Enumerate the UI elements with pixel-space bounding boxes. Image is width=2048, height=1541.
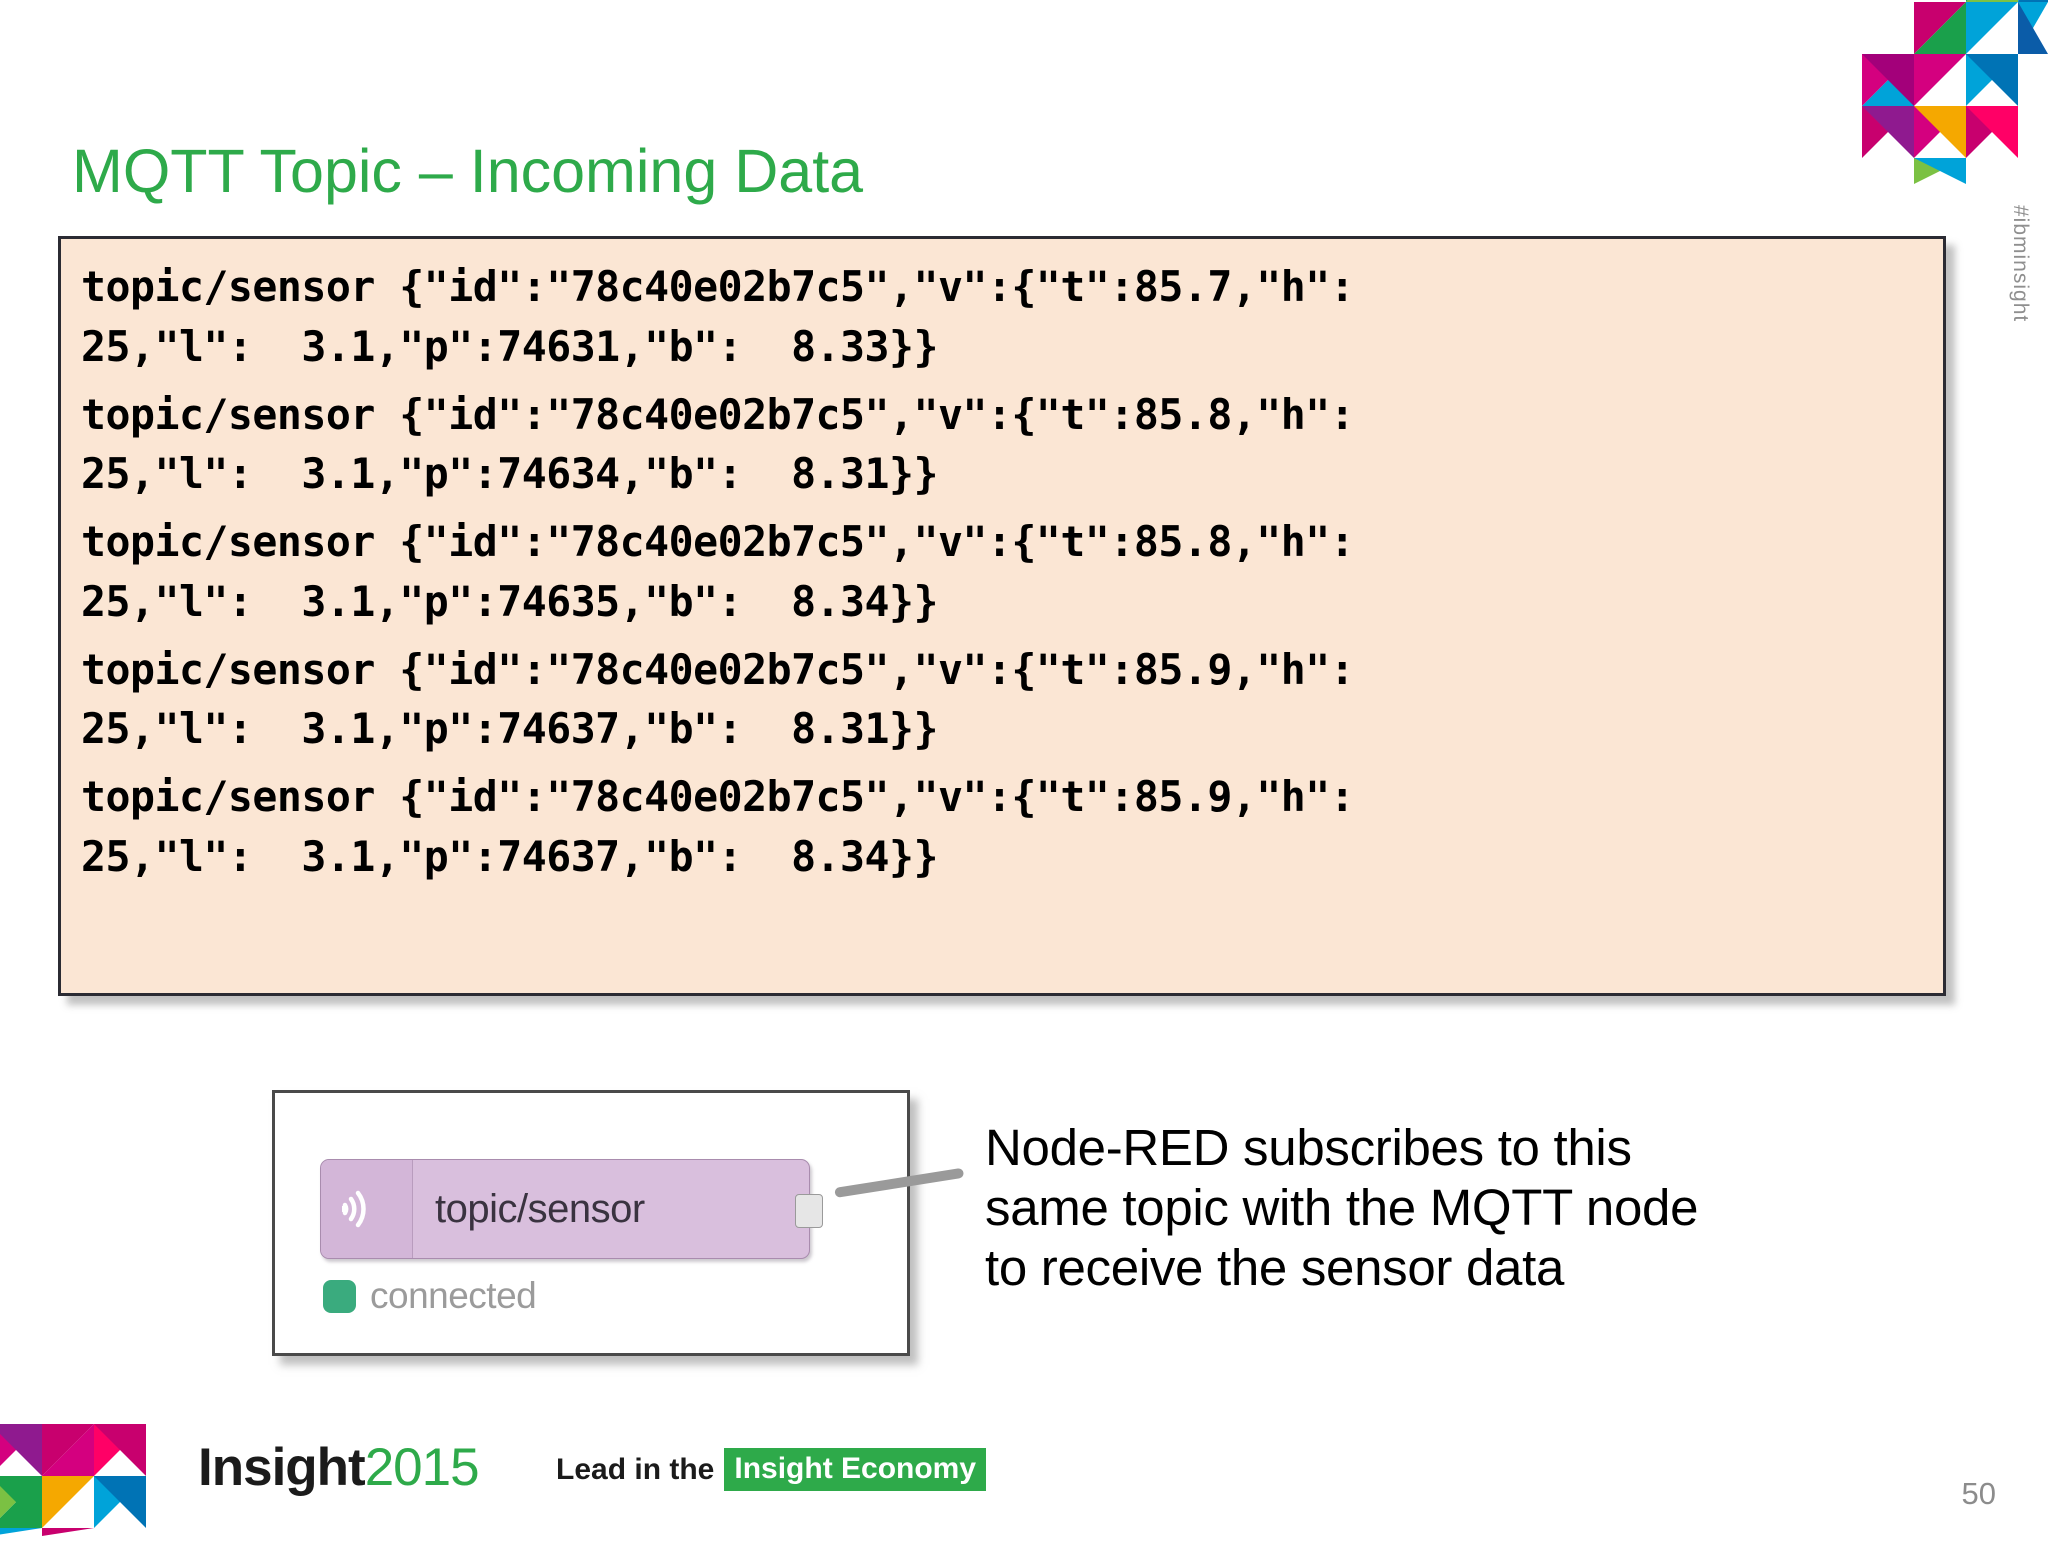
tagline-lead-text: Lead in the <box>556 1452 715 1486</box>
status-indicator-dot <box>323 1279 356 1313</box>
log-line: topic/sensor {"id":"78c40e02b7c5","v":{"… <box>81 772 1355 821</box>
node-output-port[interactable] <box>795 1194 823 1228</box>
decorative-pinwheel-bottom-left <box>0 1416 170 1536</box>
mqtt-log-output-block: topic/sensor {"id":"78c40e02b7c5","v":{"… <box>58 236 1946 996</box>
slide-page-number: 50 <box>1961 1476 1996 1511</box>
decorative-pinwheel-top-right <box>1788 0 2048 184</box>
node-output-wire <box>834 1167 965 1198</box>
node-red-screenshot-panel: topic/sensor connected <box>272 1090 965 1356</box>
node-status-row: connected <box>323 1275 537 1317</box>
log-record: topic/sensor {"id":"78c40e02b7c5","v":{"… <box>81 257 1923 377</box>
broadcast-waves-icon <box>341 1190 366 1228</box>
log-line: topic/sensor {"id":"78c40e02b7c5","v":{"… <box>81 389 1355 439</box>
insight-logo-year: 2015 <box>364 1438 480 1497</box>
log-line: 25,"l": 3.1,"p":74635,"b": 8.34}} <box>81 576 938 626</box>
insight-logo-brand: Insight <box>198 1438 366 1497</box>
caption-line: Node-RED subscribes to this <box>985 1119 1632 1176</box>
mqtt-node-topic-label: topic/sensor <box>435 1186 645 1231</box>
explanatory-caption: Node-RED subscribes to this same topic w… <box>985 1118 1925 1299</box>
event-hashtag: #ibminsight <box>2009 205 2032 323</box>
log-line: topic/sensor {"id":"78c40e02b7c5","v":{"… <box>81 262 1355 311</box>
node-status-label: connected <box>370 1275 537 1316</box>
page-title: MQTT Topic – Incoming Data <box>72 136 864 205</box>
log-record: topic/sensor {"id":"78c40e02b7c5","v":{"… <box>81 385 1923 505</box>
log-line: 25,"l": 3.1,"p":74631,"b": 8.33}} <box>81 321 938 371</box>
caption-line: to receive the sensor data <box>985 1239 1565 1297</box>
log-line: 25,"l": 3.1,"p":74637,"b": 8.31}} <box>81 704 938 754</box>
insight-logo: Insight2015 <box>198 1437 480 1498</box>
log-record: topic/sensor {"id":"78c40e02b7c5","v":{"… <box>81 512 1923 632</box>
log-line: 25,"l": 3.1,"p":74634,"b": 8.31}} <box>81 449 938 499</box>
log-line: topic/sensor {"id":"78c40e02b7c5","v":{"… <box>81 644 1355 694</box>
pinwheel-graphic-top <box>1862 0 2048 184</box>
footer-tagline: Lead in the Insight Economy <box>556 1448 987 1491</box>
log-record: topic/sensor {"id":"78c40e02b7c5","v":{"… <box>81 767 1923 887</box>
log-line: topic/sensor {"id":"78c40e02b7c5","v":{"… <box>81 517 1355 566</box>
mqtt-in-node[interactable]: topic/sensor <box>320 1159 823 1259</box>
tagline-chip: Insight Economy <box>724 1448 987 1491</box>
pinwheel-graphic-bottom <box>0 1424 146 1536</box>
broadcast-origin-dot <box>341 1205 346 1213</box>
log-line: 25,"l": 3.1,"p":74637,"b": 8.34}} <box>81 831 938 881</box>
log-record: topic/sensor {"id":"78c40e02b7c5","v":{"… <box>81 640 1923 760</box>
caption-line: same topic with the MQTT node <box>985 1179 1699 1237</box>
mqtt-broadcast-icon <box>321 1160 413 1258</box>
